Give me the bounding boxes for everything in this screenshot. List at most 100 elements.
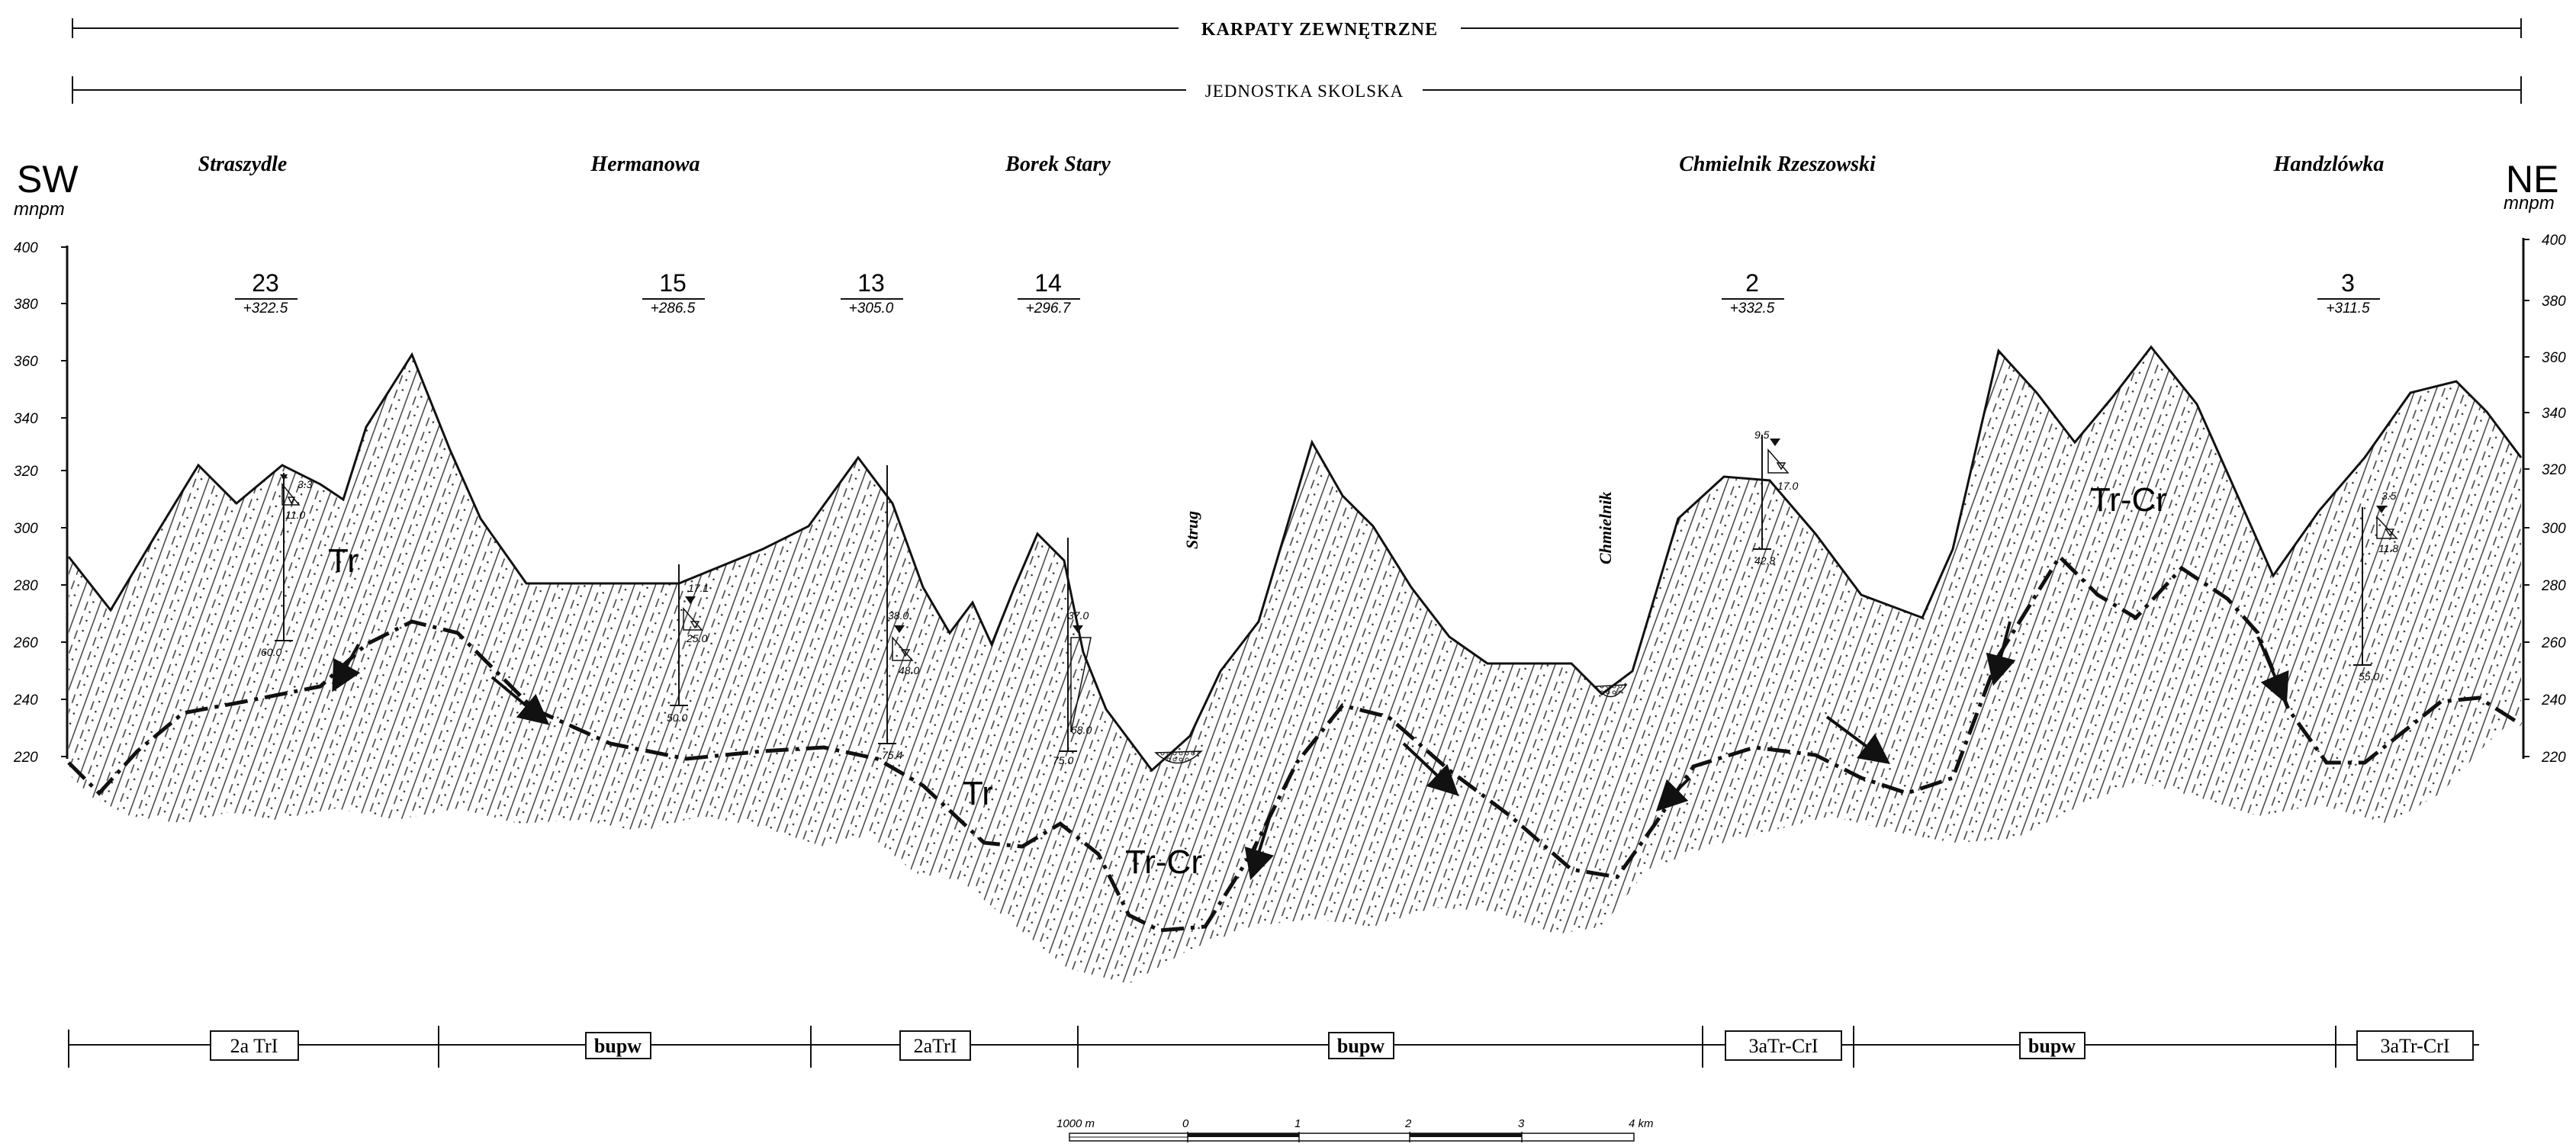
- elevation-tick: 360: [14, 354, 38, 370]
- water-table-depth: 37.0: [1068, 609, 1089, 622]
- borehole-elevation: +296.7: [1026, 300, 1072, 316]
- zone-label: 3aTr-CrI: [1749, 1035, 1819, 1057]
- aquifer-depth: 25.0: [686, 632, 707, 644]
- elevation-tick: 360: [2542, 350, 2566, 366]
- zone-label: bupw: [2028, 1035, 2076, 1057]
- terrain-profile: [67, 345, 2523, 773]
- zone-label: bupw: [594, 1035, 642, 1057]
- locality-borek-stary: Borek Stary: [1005, 153, 1111, 176]
- scale-label: 2: [1404, 1117, 1412, 1130]
- borehole-total-depth: 75.4: [882, 749, 902, 761]
- elevation-tick: 340: [2542, 406, 2566, 422]
- borehole-elevation: +332.5: [1730, 300, 1775, 316]
- scale-label: 0: [1182, 1117, 1189, 1130]
- locality-hermanowa: Hermanowa: [590, 153, 699, 176]
- river-label-background: [1590, 503, 1620, 599]
- aquifer-depth: 11.8: [2378, 542, 2398, 554]
- elevation-axis-left: 400 380 360 340 320 300 280 260 240 220: [13, 240, 69, 766]
- scale-label: 3: [1518, 1117, 1525, 1130]
- direction-right: NE: [2506, 158, 2558, 201]
- borehole-total-depth: 42.8: [1754, 554, 1775, 567]
- borehole-number: 14: [1034, 269, 1062, 297]
- locality-handzlowka: Handzlówka: [2273, 153, 2385, 176]
- elevation-tick: 300: [14, 521, 38, 537]
- locality-straszydle: Straszydle: [198, 153, 288, 176]
- flysch-body: [69, 347, 2521, 984]
- elevation-tick: 300: [2542, 521, 2566, 537]
- elevation-tick: 260: [2541, 635, 2566, 651]
- direction-left: SW: [17, 158, 79, 201]
- aquifer-depth: 17.0: [1777, 480, 1798, 492]
- water-table-depth: 17.1: [688, 582, 709, 594]
- zone-label: 3aTr-CrI: [2381, 1035, 2450, 1057]
- elevation-unit-left: mnpm: [14, 199, 65, 220]
- aquifer-depth: 11.0: [285, 509, 305, 521]
- borehole-2: 2 +332.5 9.5 17.0 42.8: [1722, 269, 1798, 567]
- elevation-tick: 220: [2541, 750, 2566, 766]
- borehole-total-depth: 60.0: [261, 646, 281, 658]
- zone-strip: [68, 1026, 2479, 1068]
- stratigraphy-label: Tr-Cr: [2090, 481, 2167, 519]
- borehole-3: 3 +311.5 3.5 11.8 55.0: [2317, 269, 2398, 683]
- elevation-tick: 240: [13, 692, 38, 708]
- header-lines: [72, 18, 2522, 104]
- elevation-tick: 380: [14, 297, 38, 313]
- stratigraphy-label: Tr-Cr: [1125, 843, 1202, 881]
- scale-label: 4 km: [1629, 1117, 1654, 1130]
- borehole-number: 13: [857, 269, 885, 297]
- scale-label: 1000 m: [1056, 1117, 1095, 1130]
- flow-arrows: [332, 621, 2289, 881]
- alluvium-chmielnik: [1594, 684, 1628, 698]
- aquifer-depth: 68.0: [1071, 724, 1092, 736]
- elevation-tick: 320: [2542, 462, 2566, 478]
- lithologic-boundary: [67, 553, 2523, 933]
- scale-label: 1: [1294, 1117, 1301, 1130]
- borehole-elevation: +305.0: [849, 300, 894, 316]
- water-table-depth: 38.0: [888, 609, 909, 622]
- borehole-23: 23 +322.5 3.3 11.0 60.0: [235, 269, 313, 658]
- borehole-number: 3: [2341, 269, 2355, 297]
- borehole-total-depth: 55.0: [2359, 670, 2379, 683]
- borehole-number: 23: [252, 269, 279, 297]
- stratigraphy-label: Tr: [328, 542, 359, 580]
- borehole-total-depth: 50.0: [667, 712, 687, 724]
- elevation-unit-right: mnpm: [2504, 193, 2555, 214]
- zone-label: 2aTrI: [914, 1035, 957, 1057]
- borehole-15: 15 +286.5 17.1 25.0 50.0: [642, 269, 709, 724]
- elevation-tick: 380: [2542, 294, 2566, 310]
- aquifer-depth: 48.0: [899, 664, 919, 676]
- alluvium-strug: [1154, 750, 1203, 764]
- borehole-number: 15: [659, 269, 687, 297]
- elevation-tick: 220: [13, 750, 38, 766]
- elevation-axis-right: 400 380 360 340 320 300 280 260 240 220: [2522, 233, 2566, 766]
- elevation-tick: 260: [13, 635, 38, 651]
- scale-bar: 1000 m 0 1 2 3 4 km: [1056, 1117, 1654, 1142]
- river-label-chmielnik: Chmielnik: [1596, 492, 1615, 564]
- borehole-elevation: +286.5: [651, 300, 696, 316]
- elevation-tick: 280: [2541, 578, 2566, 594]
- tectonic-unit-title: KARPATY ZEWNĘTRZNE: [1201, 20, 1438, 40]
- elevation-tick: 400: [14, 240, 38, 256]
- borehole-elevation: +311.5: [2326, 300, 2370, 316]
- river-label-strug: Strug: [1182, 511, 1201, 549]
- borehole-number: 2: [1745, 269, 1759, 297]
- locality-chmielnik-rzeszowski: Chmielnik Rzeszowski: [1679, 153, 1876, 176]
- borehole-14: 14 +296.7 37.0 68.0 75.0: [1018, 269, 1092, 766]
- stratigraphy-label: Tr: [963, 775, 993, 812]
- zone-label: bupw: [1337, 1035, 1384, 1057]
- elevation-tick: 280: [13, 578, 38, 594]
- tectonic-subunit-title: JEDNOSTKA SKOLSKA: [1205, 82, 1404, 101]
- water-table-depth: 3.5: [2381, 490, 2397, 502]
- water-table-depth: 3.3: [297, 478, 313, 490]
- water-table-depth: 9.5: [1754, 429, 1770, 441]
- elevation-tick: 320: [14, 464, 38, 480]
- borehole-total-depth: 75.0: [1053, 754, 1073, 766]
- elevation-tick: 240: [2541, 692, 2566, 708]
- borehole-elevation: +322.5: [243, 300, 288, 316]
- zone-label: 2a TrI: [230, 1035, 278, 1057]
- borehole-13: 13 +305.0 38.0 48.0 75.4: [841, 269, 919, 761]
- elevation-tick: 400: [2542, 233, 2566, 249]
- elevation-tick: 340: [14, 411, 38, 427]
- river-label-background: [1176, 484, 1207, 568]
